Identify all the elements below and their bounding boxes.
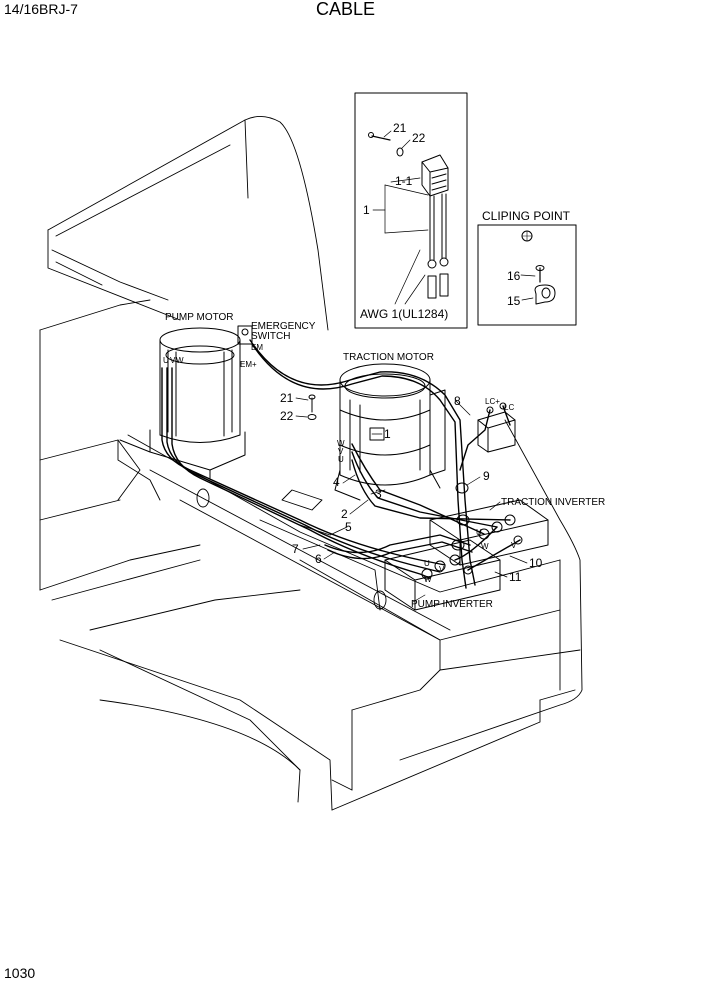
terminal-pinv-v: V xyxy=(439,565,445,574)
terminal-pump-w: W xyxy=(176,356,184,365)
inset-cliping-point xyxy=(477,224,577,326)
label-awg: AWG 1(UL1284) xyxy=(360,307,448,321)
callout-6: 6 xyxy=(315,552,322,566)
callout-5: 5 xyxy=(345,520,352,534)
terminal-pump-v: V xyxy=(170,356,176,365)
callout-16: 16 xyxy=(507,269,521,283)
truck-body xyxy=(39,116,583,811)
cables xyxy=(161,339,521,589)
label-pump-inverter: PUMP INVERTER xyxy=(411,599,493,610)
terminal-traction-v: V xyxy=(338,447,344,456)
label-pump-motor: PUMP MOTOR xyxy=(165,312,234,323)
callout-2: 2 xyxy=(341,507,348,521)
terminal-traction-u: U xyxy=(338,455,344,464)
cable-clamps xyxy=(369,427,470,551)
terminal-tinv-v: V xyxy=(511,541,517,550)
callout-9: 9 xyxy=(483,469,490,483)
terminal-pinv-u: U xyxy=(424,559,430,568)
pump-motor xyxy=(119,325,253,479)
page-number: 1030 xyxy=(4,965,36,981)
terminal-lc-plus: LC+ xyxy=(485,397,500,406)
inset-cable-parts xyxy=(354,92,468,329)
callout-21-inset: 21 xyxy=(393,121,407,135)
terminal-em: EM xyxy=(251,343,263,352)
terminal-lc: LC xyxy=(504,403,514,412)
leader-lines xyxy=(295,397,528,603)
label-traction-inverter: TRACTION INVERTER xyxy=(501,497,605,508)
callout-1-1: 1-1 xyxy=(395,174,413,188)
callout-10: 10 xyxy=(529,556,543,570)
callout-11: 11 xyxy=(509,570,522,584)
terminal-tinv-w: W xyxy=(481,542,489,551)
bolt-washer-21-22 xyxy=(307,394,317,420)
callout-22: 22 xyxy=(280,409,294,423)
label-emergency-switch-1: EMERGENCY xyxy=(251,321,316,332)
callout-22-inset: 22 xyxy=(412,131,426,145)
callout-15: 15 xyxy=(507,294,521,308)
label-cliping-point: CLIPING POINT xyxy=(482,209,571,223)
terminal-pump-u: U xyxy=(163,356,169,365)
terminal-em-plus: EM+ xyxy=(240,360,257,369)
callout-1-inset: 1 xyxy=(363,203,370,217)
model-code: 14/16BRJ-7 xyxy=(4,1,78,17)
callout-21: 21 xyxy=(280,391,294,405)
terminal-pinv-w: W xyxy=(424,575,432,584)
terminal-traction-w: W xyxy=(337,439,345,448)
page-title: CABLE xyxy=(316,0,376,19)
callout-8: 8 xyxy=(454,394,461,408)
label-traction-motor: TRACTION MOTOR xyxy=(343,352,434,363)
callout-7: 7 xyxy=(292,542,299,556)
callout-3: 3 xyxy=(375,487,382,501)
terminal-tinv-u: U xyxy=(476,528,482,537)
callout-4: 4 xyxy=(333,475,340,489)
traction-motor xyxy=(334,363,446,501)
callout-1: 1 xyxy=(384,427,391,441)
label-emergency-switch-2: SWITCH xyxy=(251,331,290,342)
